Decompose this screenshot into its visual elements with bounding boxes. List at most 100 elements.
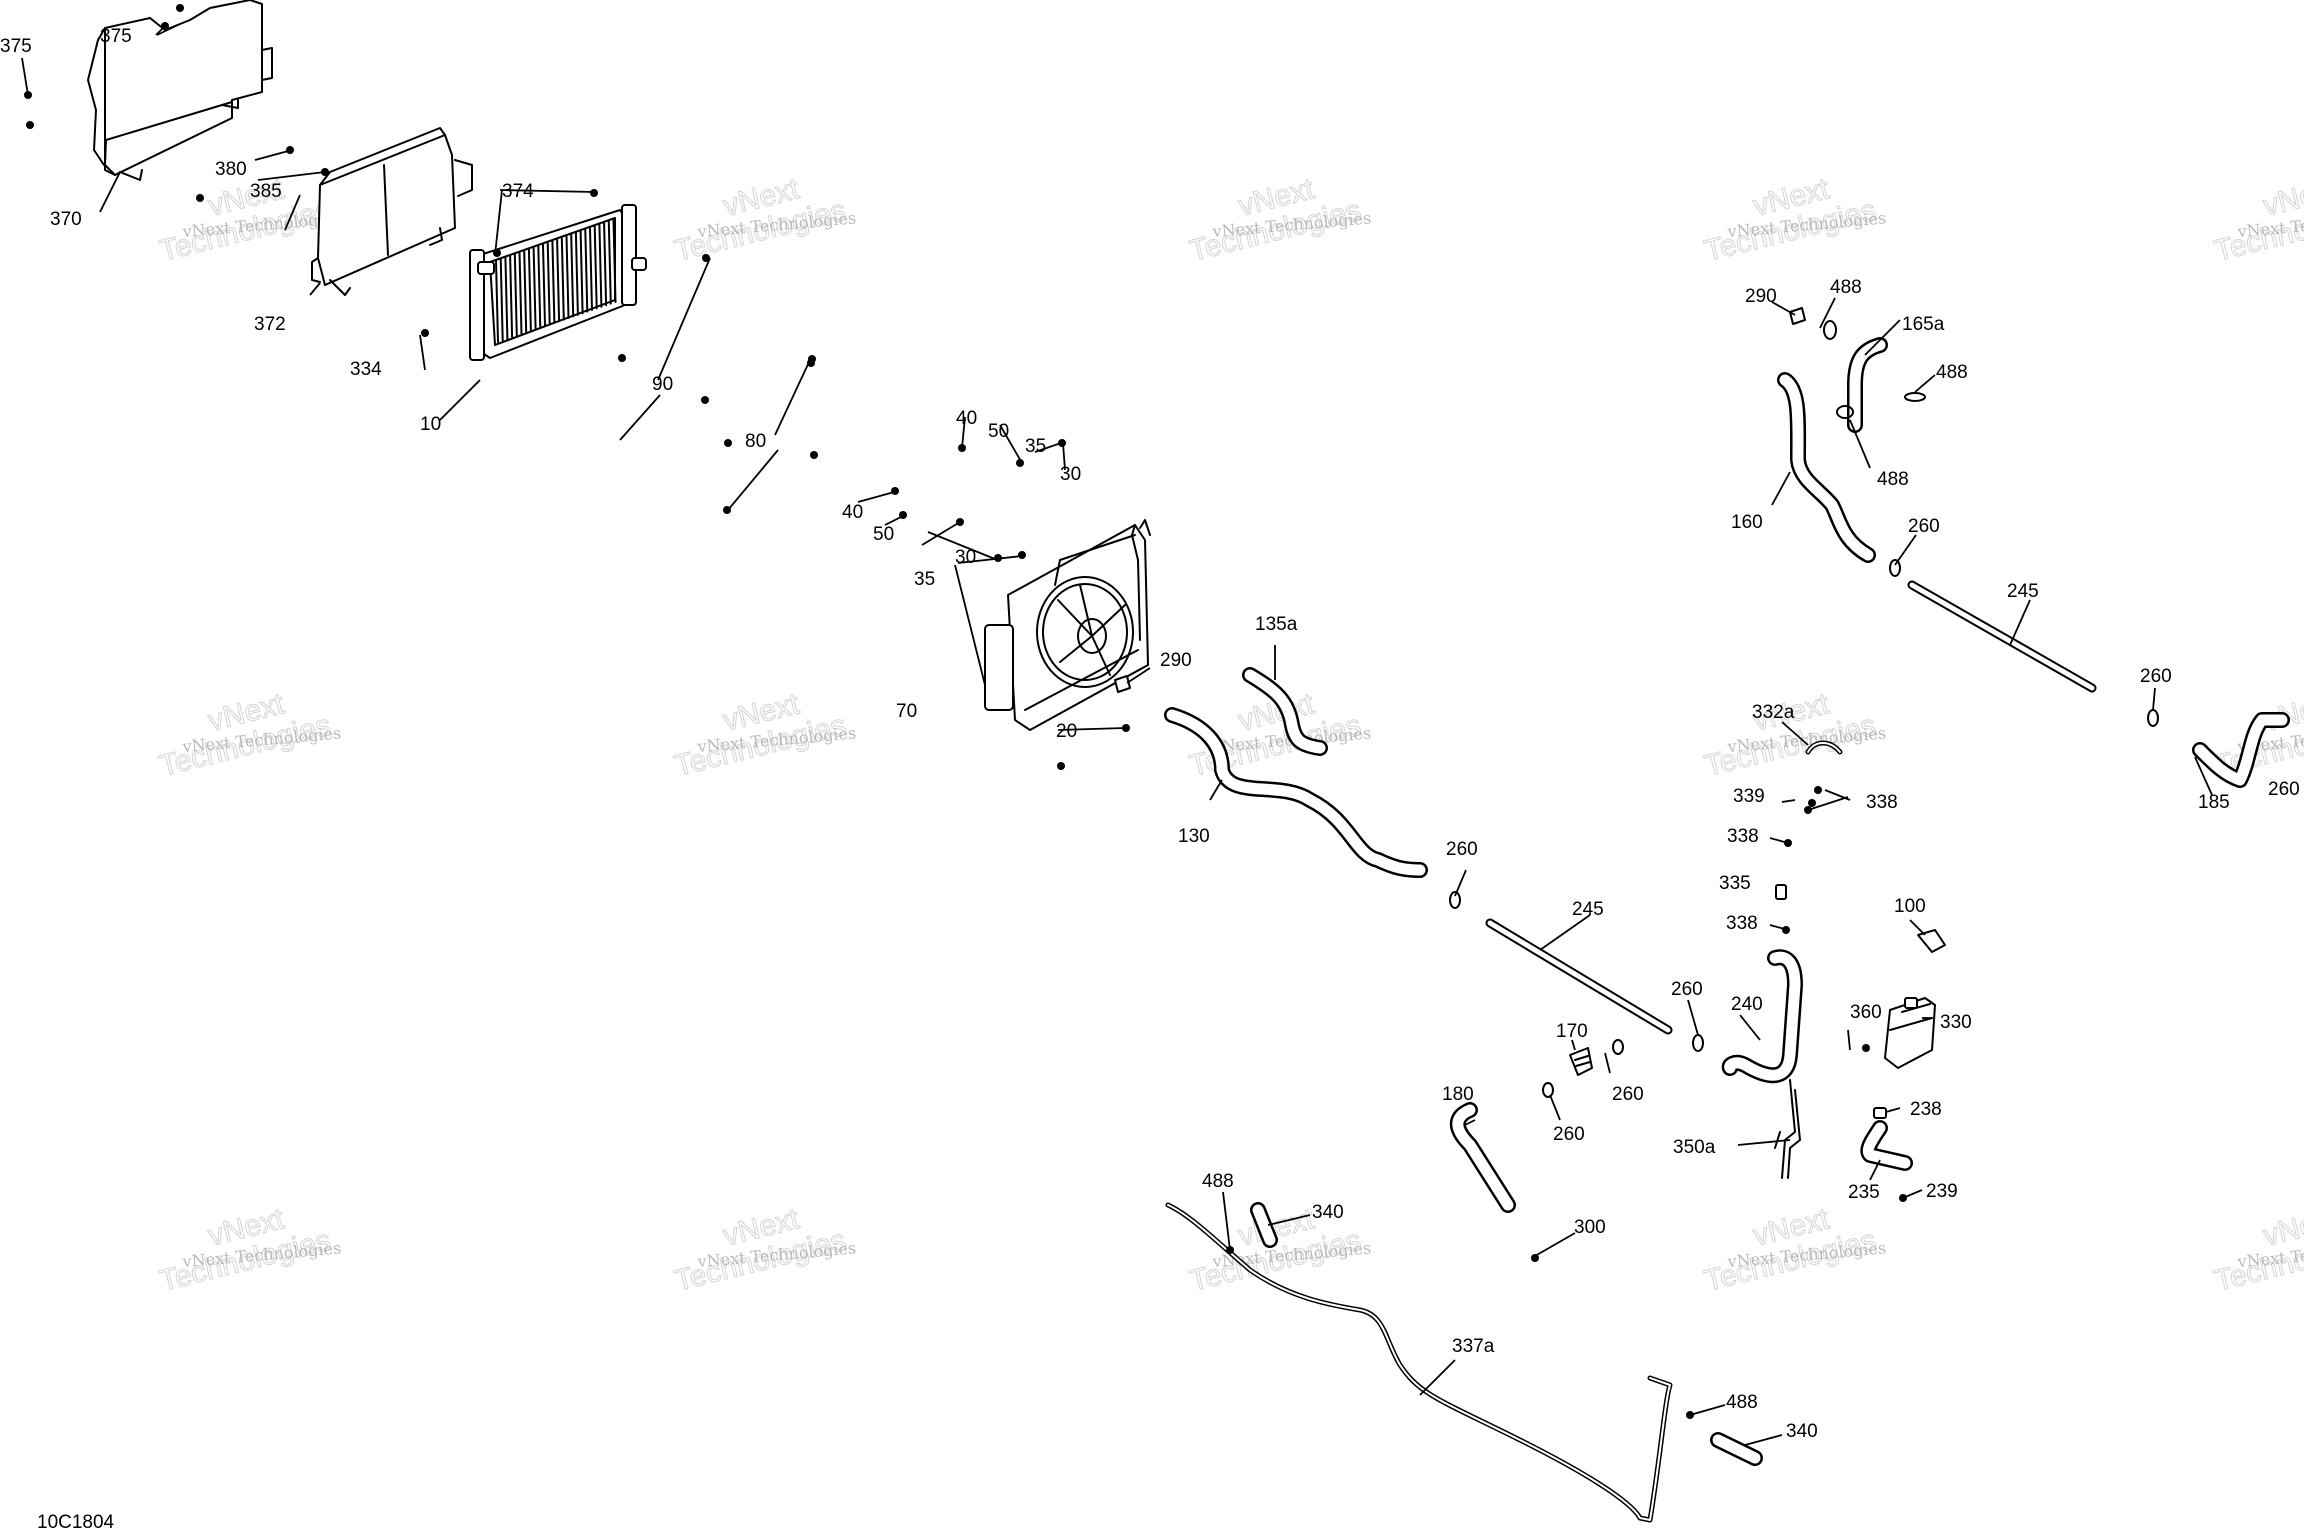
coolant-reservoir-330	[1884, 997, 1936, 1069]
radiator-fin	[542, 243, 546, 327]
fastener	[493, 249, 501, 257]
leader-line	[1909, 919, 1926, 936]
hoses-group	[1164, 337, 2290, 1466]
callout-label: 260	[1671, 979, 1703, 1000]
leader-line	[884, 514, 906, 526]
leader-line	[1057, 727, 1126, 731]
radiator-10	[469, 204, 647, 361]
callout-label: 10	[420, 414, 441, 435]
fastener	[176, 4, 184, 12]
fastener	[590, 189, 598, 197]
leader-line	[1034, 442, 1062, 453]
fastener	[1016, 459, 1024, 467]
callout-label: 374	[502, 181, 534, 202]
callout-label: 360	[1850, 1002, 1882, 1023]
fan-assembly-70	[984, 519, 1151, 731]
fastener	[702, 254, 710, 262]
callout-label: 50	[873, 524, 894, 545]
callout-label: 338	[1866, 792, 1898, 813]
leader-line	[657, 257, 711, 381]
leader-line	[1807, 796, 1849, 811]
callout-label: 340	[1312, 1202, 1344, 1223]
leader-line	[1771, 301, 1796, 316]
fastener	[618, 354, 626, 362]
leader-line	[1222, 1191, 1231, 1251]
radiator-fin	[527, 247, 532, 332]
callout-label: 185	[2198, 792, 2230, 813]
callout-label: 35	[1025, 436, 1046, 457]
leader-line	[309, 282, 321, 296]
reservoir-cap-100	[1917, 929, 1946, 953]
radiator-fin	[495, 259, 499, 343]
callout-label: 235	[1848, 1182, 1880, 1203]
fastener	[26, 121, 34, 129]
leader-line	[156, 23, 181, 36]
callout-label: 338	[1726, 913, 1758, 934]
callout-label: 350a	[1673, 1137, 1716, 1158]
fitting-170	[1569, 1047, 1593, 1076]
leader-line	[1737, 1139, 1791, 1146]
leader-line	[774, 359, 811, 436]
callout-label: 239	[1926, 1181, 1958, 1202]
callout-label: 488	[1936, 362, 1968, 383]
radiator-fin	[499, 257, 504, 342]
leader-line	[1781, 721, 1809, 746]
hose-clamp	[1904, 392, 1926, 402]
callout-label: 488	[1726, 1392, 1758, 1413]
clip-332a	[1805, 740, 1843, 755]
leader-line	[1604, 1052, 1611, 1074]
callout-label: 40	[842, 502, 863, 523]
leader-line	[961, 416, 966, 449]
callout-label: 260	[1446, 839, 1478, 860]
leader-line	[1847, 1029, 1851, 1051]
callout-label: 332a	[1752, 702, 1795, 723]
callout-label: 290	[1745, 286, 1777, 307]
callout-labels: 3753753703803853723743341090804050353040…	[0, 26, 2300, 1442]
leader-line	[957, 555, 1023, 564]
leader-line	[1914, 374, 1936, 393]
callout-label: 70	[896, 701, 917, 722]
callout-label: 260	[2268, 779, 2300, 800]
callout-label: 160	[1731, 512, 1763, 533]
leader-line	[927, 531, 996, 560]
callout-label: 35	[914, 569, 935, 590]
deflector-panel-370	[87, 0, 273, 181]
callout-label: 330	[1940, 1012, 1972, 1033]
callout-label: 165a	[1902, 314, 1945, 335]
fastener	[421, 329, 429, 337]
leader-line	[1571, 1039, 1576, 1051]
callout-label: 130	[1178, 826, 1210, 847]
leader-line	[921, 521, 961, 546]
leader-line	[2194, 756, 2213, 796]
shroud-panel-372	[311, 127, 473, 296]
nut-290-upper	[1789, 307, 1806, 325]
fastener	[810, 451, 818, 459]
callout-label: 300	[1574, 1217, 1606, 1238]
radiator-fin	[589, 227, 593, 311]
radiator-fin	[509, 254, 514, 339]
radiator-fin	[513, 252, 518, 337]
leader-line	[2152, 687, 2156, 711]
leader-line	[619, 394, 661, 441]
leader-line	[1769, 837, 1789, 844]
radiator-fin	[579, 230, 584, 315]
leader-line	[1549, 1094, 1561, 1121]
radiator-fin	[584, 228, 589, 313]
leader-line	[1894, 534, 1917, 566]
leader-line	[1869, 1159, 1881, 1181]
diagram-code: 10C1804	[37, 1512, 115, 1533]
radiator-fin	[598, 223, 603, 308]
callout-label: 260	[2140, 666, 2172, 687]
fitting-238	[1873, 1107, 1887, 1119]
callout-label: 340	[1786, 1421, 1818, 1442]
leader-line	[439, 379, 481, 421]
callout-label: 488	[1830, 277, 1862, 298]
leader-line	[284, 194, 301, 231]
callout-label: 20	[1056, 721, 1077, 742]
radiator-fin	[551, 239, 556, 324]
fastener	[1862, 1044, 1870, 1052]
fastener	[1808, 799, 1816, 807]
